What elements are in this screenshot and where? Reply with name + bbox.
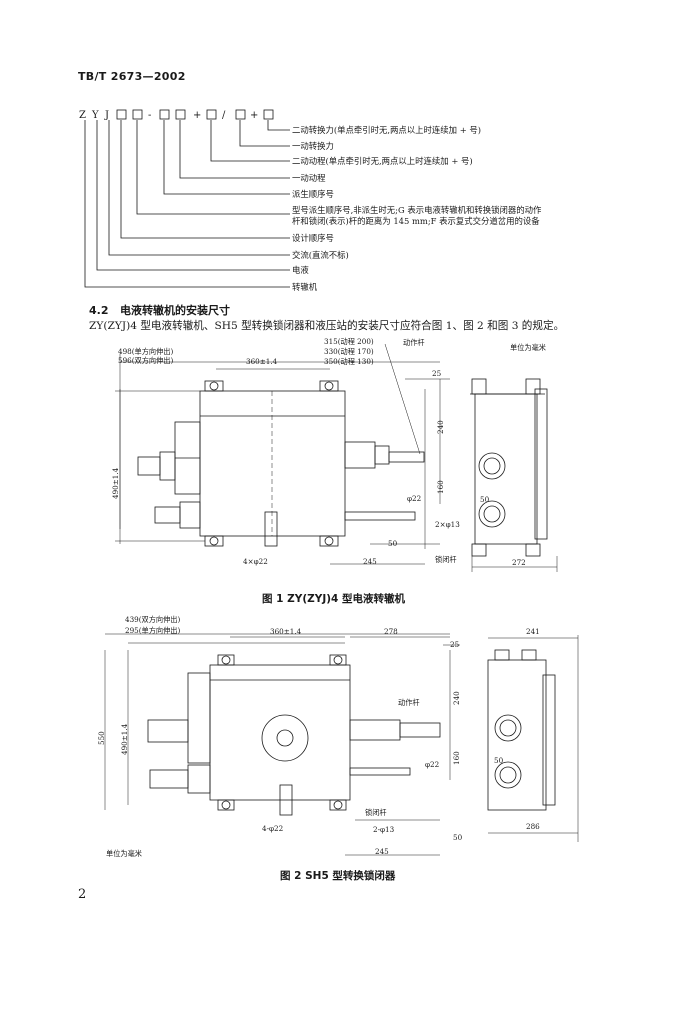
- section-body: ZY(ZYJ)4 型电液转辙机、SH5 型转换锁闭器和液压站的安装尺寸应符合图 …: [89, 320, 565, 332]
- action-rod-label: 动作杆: [398, 698, 420, 707]
- page-number: 2: [78, 887, 87, 902]
- dim-label: 360±1.4: [270, 627, 302, 636]
- section-number: 4.2: [89, 304, 109, 317]
- dim-label: 160: [452, 751, 461, 765]
- dim-label: 25: [450, 640, 460, 649]
- model-code-diagram: Z Y J - + / + 二动转换力(单点牵引时无,两点以上时连续加 + 号)…: [79, 109, 542, 292]
- figure-1-drawing: 498(单方向伸出) 596(双方向伸出) 360±1.4 315(动程 200…: [111, 337, 558, 572]
- section-title: 电液转辙机的安装尺寸: [120, 304, 230, 317]
- legend-item: 派生顺序号: [292, 189, 334, 199]
- dim-label: 490±1.4: [111, 467, 120, 499]
- figure-2-drawing: 439(双方向伸出) 295(单方向伸出) 360±1.4 278 241 25…: [97, 615, 579, 858]
- dim-label: 330(动程 170): [324, 347, 374, 356]
- code-plus-2: +: [250, 110, 258, 121]
- lock-rod-label: 锁闭杆: [365, 808, 387, 817]
- dim-label: φ22: [425, 760, 439, 769]
- legend-item: 电液: [292, 265, 309, 275]
- legend-item: 二动动程(单点牵引时无,两点以上时连续加 + 号): [292, 156, 473, 166]
- dim-label: 245: [375, 847, 389, 856]
- legend-item: 二动转换力(单点牵引时无,两点以上时连续加 + 号): [292, 125, 481, 135]
- dim-label: 50: [480, 495, 490, 504]
- document-code: TB/T 2673—2002: [78, 70, 186, 83]
- dim-label: 50: [494, 756, 504, 765]
- dim-label: 241: [526, 627, 540, 636]
- figure-1-caption: 图 1 ZY(ZYJ)4 型电液转辙机: [262, 593, 406, 605]
- dim-label: 50: [388, 539, 398, 548]
- action-rod-label: 动作杆: [403, 338, 425, 347]
- code-sep-dash: -: [148, 110, 151, 121]
- code-slash: /: [222, 110, 226, 121]
- dim-label: 272: [512, 558, 526, 567]
- code-char-y: Y: [91, 110, 99, 121]
- dim-label: 596(双方向伸出): [118, 356, 173, 365]
- legend-item: 设计顺序号: [292, 233, 334, 243]
- lock-rod-label: 锁闭杆: [435, 555, 457, 564]
- legend-item: 一动转换力: [292, 141, 334, 151]
- dim-label: 245: [363, 557, 377, 566]
- unit-note: 单位为毫米: [510, 343, 546, 352]
- dim-label: 4-φ22: [262, 824, 283, 833]
- dim-label: 439(双方向伸出): [125, 615, 180, 624]
- dim-label: 278: [384, 627, 398, 636]
- legend-item: 杆和锁闭(表示)杆的距离为 145 mm;F 表示复式交分道岔用的设备: [292, 216, 540, 226]
- dim-label: 50: [453, 833, 463, 842]
- figure-2-caption: 图 2 SH5 型转换锁闭器: [280, 870, 396, 882]
- dim-label: 315(动程 200): [324, 337, 374, 346]
- section-heading: 4.2 电液转辙机的安装尺寸: [89, 302, 230, 318]
- code-char-j: J: [104, 110, 109, 121]
- legend-item: 交流(直流不标): [292, 250, 349, 260]
- legend-item: 型号派生顺序号,非派生时无;G 表示电液转辙机和转换锁闭器的动作: [292, 205, 542, 215]
- code-char-z: Z: [79, 110, 86, 121]
- dim-label: 360±1.4: [246, 357, 278, 366]
- unit-note: 单位为毫米: [106, 849, 142, 858]
- legend-item: 转辙机: [292, 282, 318, 292]
- dim-label: 4×φ22: [243, 557, 268, 566]
- dim-label: 286: [526, 822, 540, 831]
- dim-label: 25: [432, 369, 442, 378]
- dim-label: φ22: [407, 494, 421, 503]
- dim-label: 490±1.4: [120, 723, 129, 755]
- dim-label: 2×φ13: [435, 520, 460, 529]
- dim-label: 498(单方向伸出): [118, 347, 173, 356]
- legend-item: 一动动程: [292, 173, 326, 183]
- dim-label: 295(单方向伸出): [125, 626, 180, 635]
- dim-label: 2-φ13: [373, 825, 395, 834]
- dim-label: 550: [97, 731, 106, 745]
- dim-label: 160: [436, 480, 445, 494]
- dim-label: 240: [436, 420, 445, 434]
- dim-label: 350(动程 130): [324, 357, 374, 366]
- dim-label: 240: [452, 691, 461, 705]
- code-plus-1: +: [193, 110, 201, 121]
